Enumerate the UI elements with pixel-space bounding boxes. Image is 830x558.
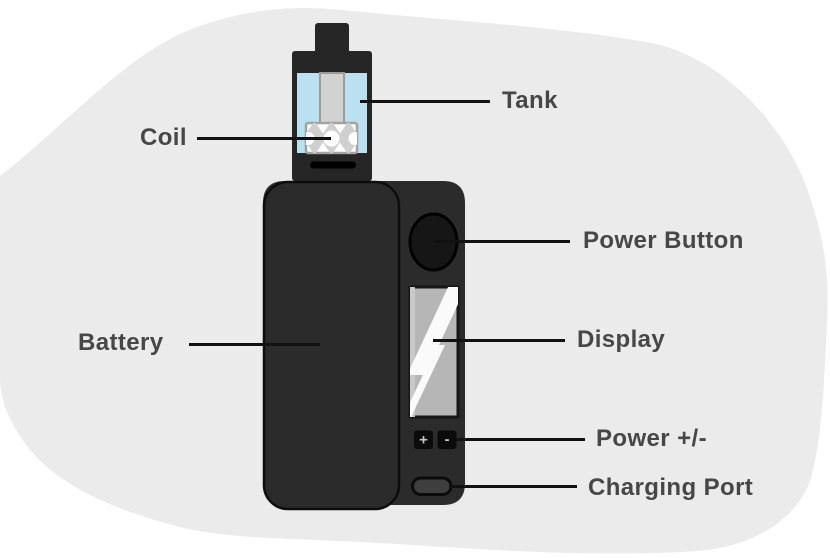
tank-chimney-tube [319, 72, 345, 125]
display-edge-highlight [410, 287, 415, 417]
coil-port-center [323, 130, 340, 147]
coil-assembly [304, 121, 359, 155]
power-adjust-label: Power +/- [596, 425, 707, 452]
display-glare-wide [410, 287, 458, 375]
battery-label: Battery [78, 329, 164, 356]
power-minus-button [437, 430, 457, 449]
coil-label: Coil [140, 124, 187, 151]
plus-icon: + [419, 432, 428, 449]
display-screen [408, 285, 460, 419]
charging-port-label: Charging Port [588, 474, 754, 501]
display-glare-narrow [410, 345, 445, 417]
power-adjust-buttons: + - [414, 430, 457, 449]
coil-port-right [348, 132, 357, 145]
power-plus-button [414, 430, 433, 449]
tank-label: Tank [502, 87, 558, 114]
charging-port [411, 476, 453, 496]
minus-icon: - [445, 431, 450, 448]
airflow-slot [310, 161, 356, 169]
power-button-label: Power Button [583, 227, 744, 254]
display-label: Display [577, 326, 666, 353]
drip-tip [315, 23, 349, 54]
leader-lines [189, 100, 585, 488]
